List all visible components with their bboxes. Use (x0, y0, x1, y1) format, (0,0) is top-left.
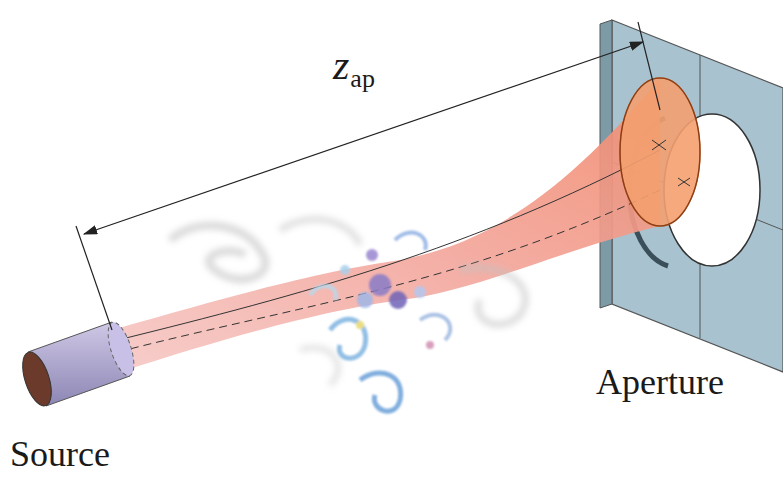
dimension-symbol: z (333, 44, 349, 86)
part-name: Source (10, 436, 110, 472)
dimension-subscript: ap (350, 66, 375, 92)
part-name: Aperture (596, 364, 724, 400)
